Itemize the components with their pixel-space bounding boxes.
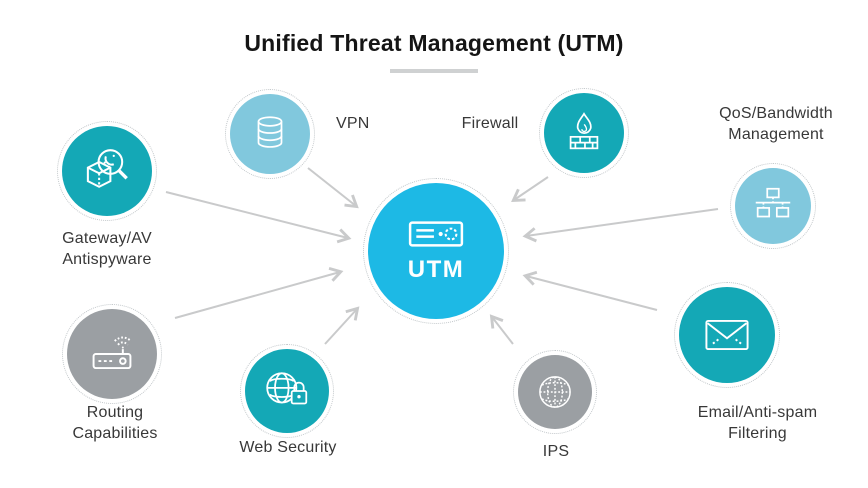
node-utm-center: UTM — [363, 178, 509, 324]
node-qos-bandwidth — [730, 163, 816, 249]
node-label-web-security: Web Security — [239, 439, 337, 456]
node-label-firewall: Firewall — [461, 115, 519, 132]
arrow-gateway-to-utm — [165, 191, 352, 244]
network-topology-icon — [755, 187, 791, 218]
node-vpn — [225, 89, 315, 179]
firewall-flame-icon — [569, 112, 599, 150]
node-firewall — [539, 88, 629, 178]
arrow-ips-to-utm — [489, 314, 514, 345]
arrow-email-to-utm — [522, 270, 658, 311]
arrow-qos-to-utm — [522, 208, 719, 243]
arrow-vpn-to-utm — [307, 167, 359, 209]
title-underline — [390, 69, 478, 73]
antivirus-scan-icon — [86, 149, 128, 188]
arrow-firewall-to-utm — [511, 176, 549, 202]
utm-appliance-icon — [408, 220, 464, 247]
node-label-gateway-av-antispyware: Gateway/AV Antispyware — [62, 230, 152, 269]
arrow-web-to-utm — [324, 306, 360, 345]
envelope-icon — [705, 319, 749, 351]
node-label-routing-capabilities: Routing Capabilities — [72, 404, 158, 443]
node-label-vpn: VPN — [336, 115, 370, 132]
node-label-ips: IPS — [542, 443, 570, 460]
database-icon — [257, 116, 283, 148]
node-web-security — [240, 344, 334, 438]
node-label-email-antispam: Email/Anti-spam Filtering — [697, 404, 818, 443]
globe-icon — [539, 376, 571, 408]
node-gateway-av-antispyware — [57, 121, 157, 221]
node-email-antispam — [674, 282, 780, 388]
utm-center-label: UTM — [407, 255, 465, 283]
page-title: Unified Threat Management (UTM) — [244, 30, 624, 56]
node-label-qos-bandwidth: QoS/Bandwidth Management — [719, 105, 833, 144]
router-icon — [92, 336, 132, 370]
secure-globe-icon — [266, 372, 308, 405]
node-routing-capabilities — [62, 304, 162, 404]
arrow-routing-to-utm — [174, 267, 344, 319]
node-ips — [513, 350, 597, 434]
